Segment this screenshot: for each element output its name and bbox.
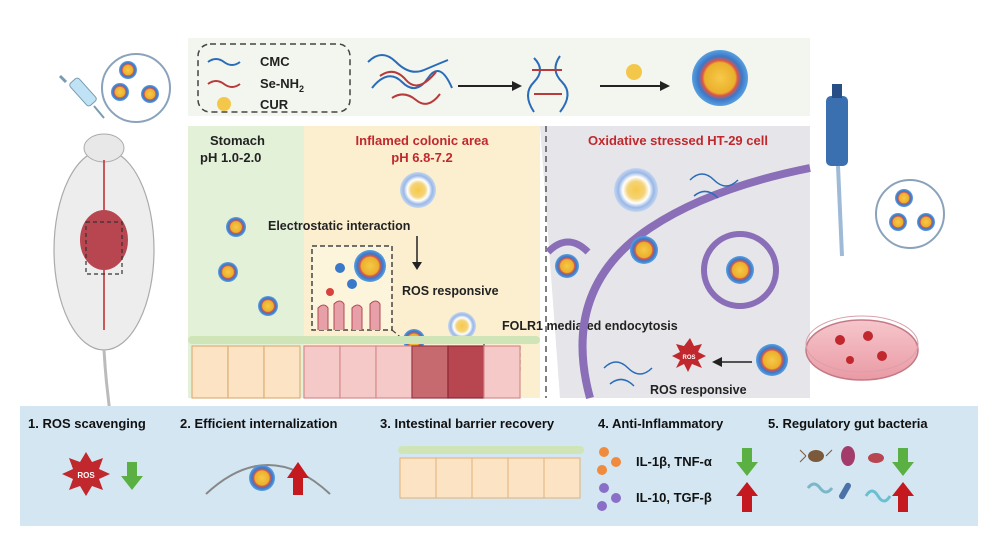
nanoparticle <box>258 296 278 316</box>
stomach-ph: pH 1.0-2.0 <box>200 150 261 165</box>
healthy-epithelium-icon <box>399 457 581 499</box>
inset-nanoparticle <box>354 250 386 282</box>
cytokine-dots-icon <box>597 447 621 511</box>
membrane-receptor <box>545 238 591 255</box>
mucus-layer <box>188 336 540 344</box>
pipette-icon <box>826 84 848 257</box>
polymer-chains-icon <box>367 54 453 105</box>
legend-cmc: CMC <box>260 54 290 69</box>
nanoparticle <box>630 236 658 264</box>
down-arrow-icon <box>892 448 914 476</box>
inset-particle <box>326 288 334 296</box>
nanoparticle-large <box>614 168 658 212</box>
inset-villi <box>317 300 381 330</box>
electrostatic-label: Electrostatic interaction <box>268 219 410 233</box>
legend-se-nh2: Se-NH2 <box>260 76 304 94</box>
assembly-arrowhead-1 <box>512 81 522 91</box>
inset-particle <box>335 263 345 273</box>
ros-arrowhead <box>712 357 722 367</box>
stomach-title: Stomach <box>210 133 265 148</box>
up-arrow-icon <box>892 482 914 512</box>
cell-title: Oxidative stressed HT-29 cell <box>588 133 768 148</box>
curcumin-drop-icon <box>626 64 642 80</box>
legend-cur: CUR <box>260 97 289 112</box>
folr1-label: FOLR1 mediated endocytosis <box>502 319 678 333</box>
crosslinked-network-icon <box>527 55 569 113</box>
epithelial-cells <box>191 345 521 399</box>
effect-gut-bacteria: 5. Regulatory gut bacteria <box>768 416 928 431</box>
down-arrow-icon <box>121 462 143 490</box>
ros-responsive-label-1: ROS responsive <box>402 284 499 298</box>
nanoparticle <box>218 262 238 282</box>
assembly-arrowhead-2 <box>660 81 670 91</box>
nanoparticle <box>726 256 754 284</box>
nanoparticle-large <box>400 172 436 208</box>
nanoparticle-zoom-bubble <box>101 53 171 123</box>
cytokines-down-label: IL-1β, TNF-α <box>636 454 712 469</box>
nanoparticle-zoom-bubble-right <box>875 179 945 249</box>
nanoparticle <box>226 217 246 237</box>
colon-ph: pH 6.8-7.2 <box>391 150 452 165</box>
ros-badge-icon <box>62 452 110 496</box>
degraded-chains <box>689 173 739 199</box>
ros-responsive-label-2: ROS responsive <box>650 383 747 397</box>
effect-ros-scavenging: 1. ROS scavenging <box>28 416 146 431</box>
nanoparticle <box>555 254 579 278</box>
effect-barrier-recovery: 3. Intestinal barrier recovery <box>380 416 555 431</box>
restored-mucus-icon <box>398 446 584 454</box>
cytokines-up-label: IL-10, TGF-β <box>636 490 712 505</box>
colon-title: Inflamed colonic area <box>356 133 490 148</box>
legend-box <box>197 43 351 113</box>
up-arrow-icon <box>736 482 758 512</box>
ros-badge-label: ROS <box>77 471 95 480</box>
cell-membrane <box>578 164 811 400</box>
endosome <box>701 231 779 309</box>
cell-panel <box>540 126 810 398</box>
nanoparticle-product-icon <box>692 50 748 106</box>
internalized-nanoparticle-icon <box>249 465 275 491</box>
effect-anti-inflammatory: 4. Anti-Inflammatory <box>598 416 724 431</box>
membrane-curve-icon <box>205 464 331 495</box>
degraded-chains <box>603 361 653 387</box>
effect-internalization: 2. Efficient internalization <box>180 416 338 431</box>
electrostatic-arrowhead <box>412 262 422 270</box>
ros-icon <box>672 338 706 372</box>
cmc-legend-icon <box>207 58 241 66</box>
cur-legend-icon <box>217 97 231 111</box>
ros-icon-label: ROS <box>682 355 695 361</box>
syringe-icon <box>58 74 105 119</box>
gut-bacteria-icon <box>799 446 892 503</box>
inset-particle <box>347 279 357 289</box>
nanoparticle-large <box>448 312 476 340</box>
up-arrow-icon <box>287 462 309 495</box>
se-nh2-legend-icon <box>207 80 241 88</box>
nanoparticle <box>756 344 788 376</box>
down-arrow-icon <box>736 448 758 476</box>
cell-culture-dish-icon <box>805 315 919 381</box>
